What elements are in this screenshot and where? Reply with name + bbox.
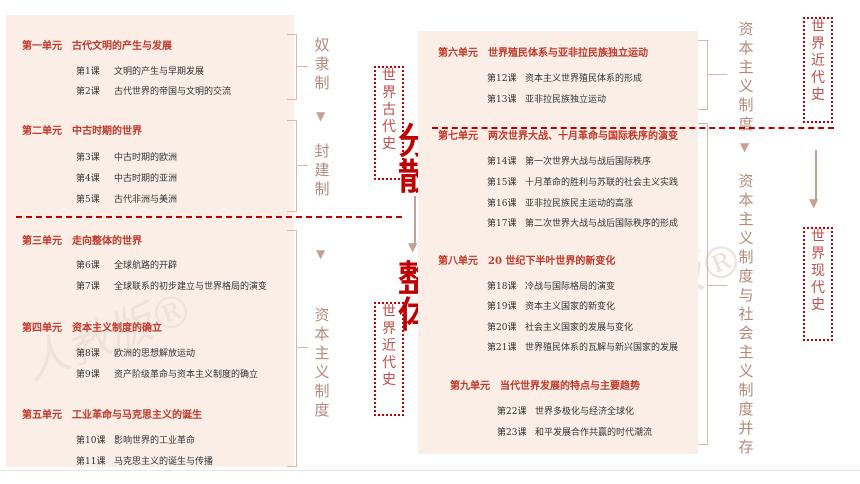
arrow-down-icon: ▼ <box>809 196 819 210</box>
period-modern-history: 世界近代史 <box>374 302 404 416</box>
lesson-item: 第10课影响世界的工业革命 <box>76 436 196 446</box>
unit-title: 第六单元 世界殖民体系与亚非拉民族独立运动 <box>438 48 648 59</box>
label-capitalism: 资本主义制度 <box>738 20 754 133</box>
lesson-item: 第12课资本主义世界殖民体系的形成 <box>487 74 643 84</box>
unit-title: 第三单元 走向整体的世界 <box>22 236 142 247</box>
lesson-item: 第17课第二次世界大战与战后国际秩序的形成 <box>487 219 679 229</box>
bracket <box>698 123 708 445</box>
lesson-item: 第15课十月革命的胜利与苏联的社会主义实践 <box>487 178 679 188</box>
lesson-item: 第8课欧洲的思想解放运动 <box>76 349 196 359</box>
arrow-shaft <box>815 150 817 200</box>
unit-title: 第九单元 当代世界发展的特点与主要趋势 <box>450 381 640 392</box>
lesson-item: 第6课全球航路的开辟 <box>76 261 178 271</box>
arrow-down-icon: ▼ <box>740 140 750 154</box>
lesson-item: 第20课社会主义国家的发展与变化 <box>487 323 634 333</box>
label-coexistence: 资本主义制度与社会主义制度并存 <box>738 172 754 456</box>
arrow-down-icon: ▼ <box>408 240 418 254</box>
bracket-stub <box>296 66 308 67</box>
unit-title: 第二单元 中古时期的世界 <box>22 126 142 137</box>
bracket <box>287 34 297 100</box>
bracket <box>287 230 297 467</box>
bracket <box>287 120 297 212</box>
bracket-stub <box>296 165 308 166</box>
divider-dashed <box>432 127 834 129</box>
lesson-item: 第19课资本主义国家的新变化 <box>487 302 616 312</box>
unit-title: 第七单元 两次世界大战、十月革命与国际秩序的演变 <box>438 131 678 142</box>
lesson-item: 第11课马克思主义的诞生与传播 <box>76 457 214 467</box>
period-modern-history: 世界近代史 <box>803 17 833 123</box>
period-ancient-history: 世界古代史 <box>374 66 404 180</box>
toc-panel-left <box>6 15 294 467</box>
lesson-item: 第9课资产阶级革命与资本主义制度的确立 <box>76 370 259 380</box>
bracket <box>698 40 708 110</box>
unit-title: 第八单元 20 世纪下半叶世界的新变化 <box>438 256 616 267</box>
bottom-divider <box>0 470 860 471</box>
bracket-stub <box>296 347 308 348</box>
label-feudalism: 封建制 <box>314 142 330 198</box>
lesson-item: 第14课第一次世界大战与战后国际秩序 <box>487 157 652 167</box>
lesson-item: 第4课中古时期的亚洲 <box>76 174 178 184</box>
lesson-item: 第2课古代世界的帝国与文明的交流 <box>76 87 232 97</box>
arrow-shaft <box>414 196 416 244</box>
unit-title: 第一单元 古代文明的产生与发展 <box>22 41 172 52</box>
unit-title: 第五单元 工业革命与马克思主义的诞生 <box>22 410 202 421</box>
lesson-item: 第16课亚非拉民族民主运动的高涨 <box>487 199 634 209</box>
unit-title: 第四单元 资本主义制度的确立 <box>22 323 162 334</box>
lesson-item: 第23课和平发展合作共赢的时代潮流 <box>497 428 653 438</box>
arrow-down-icon: ▼ <box>316 109 326 123</box>
divider-dashed <box>16 216 402 218</box>
lesson-item: 第18课冷战与国际格局的演变 <box>487 282 616 292</box>
period-contemporary-history: 世界现代史 <box>803 227 833 341</box>
toc-panel-right <box>418 31 698 454</box>
lesson-item: 第7课全球联系的初步建立与世界格局的演变 <box>76 282 268 292</box>
arrow-down-icon: ▼ <box>316 247 326 261</box>
label-capitalism: 资本主义制度 <box>314 306 330 419</box>
lesson-item: 第1课文明的产生与早期发展 <box>76 67 205 77</box>
lesson-item: 第3课中古时期的欧洲 <box>76 153 178 163</box>
label-slavery: 奴隶制 <box>314 36 330 92</box>
bracket-stub <box>707 285 727 286</box>
lesson-item: 第13课亚非拉民族独立运动 <box>487 95 607 105</box>
bracket-stub <box>707 74 727 75</box>
lesson-item: 第21课世界殖民体系的瓦解与新兴国家的发展 <box>487 343 679 353</box>
lesson-item: 第22课世界多极化与经济全球化 <box>497 407 635 417</box>
lesson-item: 第5课古代非洲与美洲 <box>76 195 178 205</box>
